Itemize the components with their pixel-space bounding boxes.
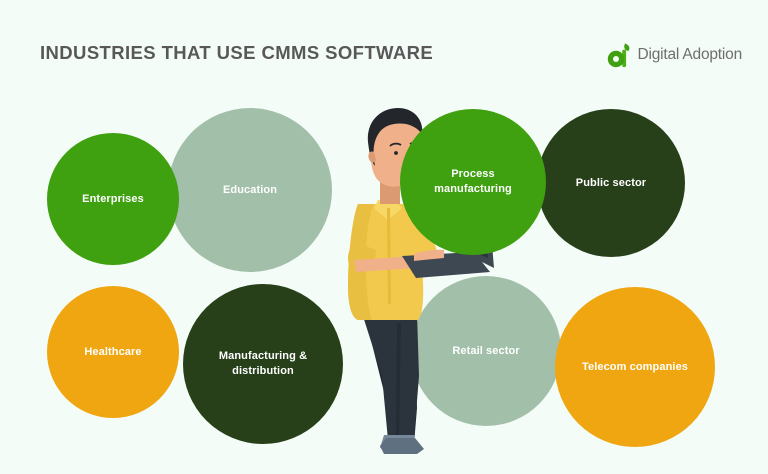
trouser-crease [396, 323, 401, 438]
hair [367, 108, 423, 166]
industry-bubble-public-sector[interactable]: Public sector [537, 109, 685, 257]
trousers [362, 313, 419, 440]
brand-logo: Digital Adoption [607, 42, 742, 68]
industry-bubble-label-telecom-companies: Telecom companies [581, 360, 689, 373]
industry-bubble-education[interactable]: Education [168, 108, 332, 272]
hand-left-fingers [414, 249, 444, 261]
industry-bubble-label-enterprises: Enterprises [82, 192, 144, 205]
industry-bubble-telecom-companies[interactable]: Telecom companies [555, 287, 715, 447]
neck [380, 182, 400, 204]
industry-bubble-label-manufacturing-distribution: Manufacturing & distribution [218, 350, 308, 377]
industry-bubble-label-education: Education [222, 183, 278, 196]
industry-bubble-manufacturing-distribution[interactable]: Manufacturing & distribution [183, 284, 343, 444]
digital-adoption-leaf-d-logo-icon [608, 43, 630, 68]
page-title: INDUSTRIES THAT USE CMMS SOFTWARE [40, 42, 434, 63]
industry-bubble-retail-sector[interactable]: Retail sector [411, 276, 561, 426]
eye-left [394, 151, 398, 155]
eyebrow-left [389, 142, 402, 147]
industry-bubble-healthcare[interactable]: Healthcare [47, 286, 179, 418]
industry-bubble-label-healthcare: Healthcare [84, 345, 142, 358]
shoe-front [380, 438, 424, 454]
industry-bubble-label-retail-sector: Retail sector [452, 344, 520, 357]
industry-bubble-label-public-sector: Public sector [575, 176, 647, 189]
industry-bubble-label-process-manufacturing: Process manufacturing [434, 168, 512, 195]
shirt-placket [387, 208, 391, 304]
industry-bubble-enterprises[interactable]: Enterprises [47, 133, 179, 265]
forearm-left [354, 256, 416, 272]
brand-logo-text: Digital Adoption [637, 46, 742, 63]
industry-bubble-process-manufacturing[interactable]: Process manufacturing [400, 109, 546, 255]
ear [368, 151, 376, 163]
